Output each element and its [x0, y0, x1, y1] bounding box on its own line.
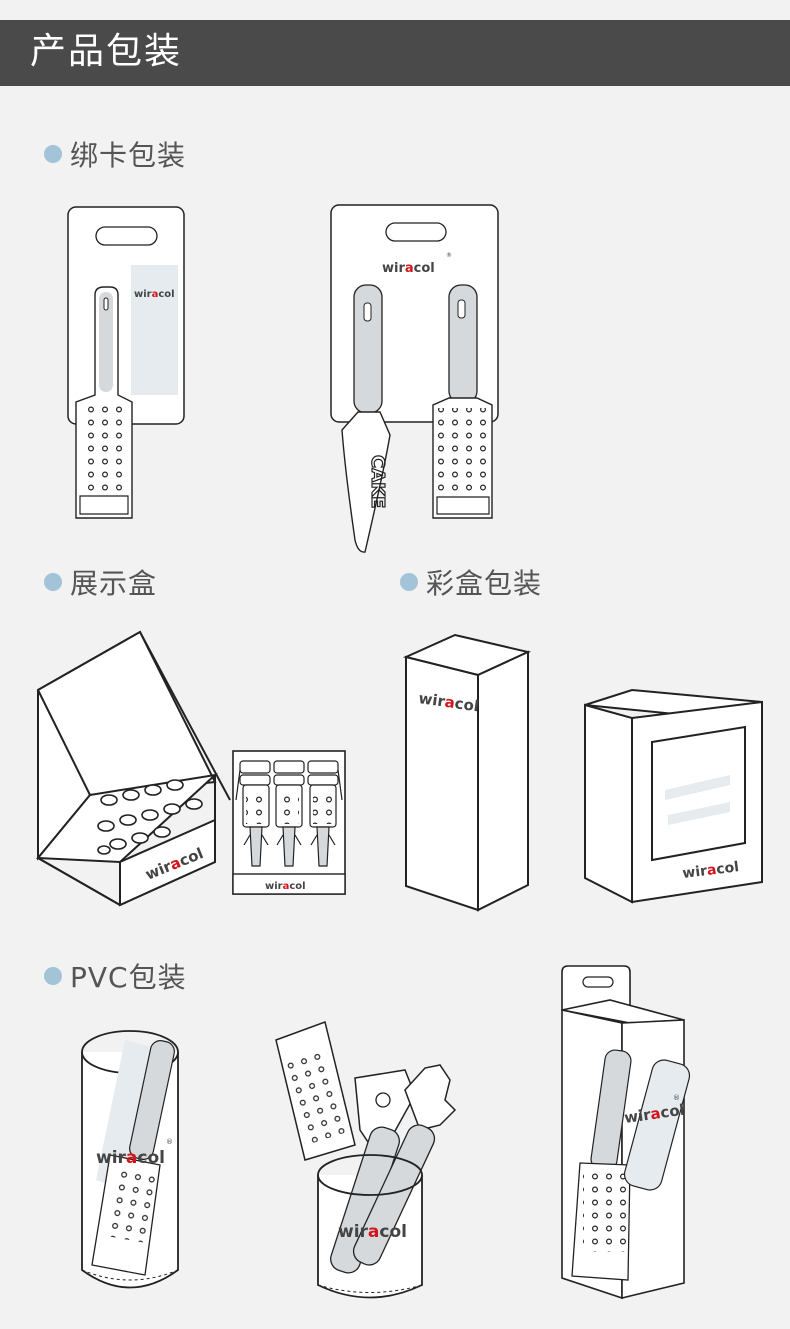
color-box-tall: wiracol — [402, 633, 532, 912]
section-pvc-label: PVC包装 — [70, 961, 187, 994]
section-colorbox: 彩盒包装 — [400, 562, 542, 602]
section-display-label: 展示盒 — [70, 567, 158, 600]
page-title: 产品包装 — [30, 31, 183, 72]
pvc-cylinder-grater: wiracol ® — [81, 1030, 179, 1289]
top-margin — [0, 0, 790, 20]
brand-logo: wiracol — [338, 1222, 407, 1242]
svg-text:®: ® — [673, 1094, 680, 1102]
brand-logo: wiracol — [382, 261, 435, 276]
brand-logo: wiracol — [134, 289, 175, 300]
blister-card-single: wiracol — [67, 206, 185, 519]
bullet-dot — [44, 573, 62, 591]
pvc-cylinder-tools: wiracol — [275, 1021, 457, 1299]
section-display: 展示盒 — [44, 562, 157, 602]
bullet-dot — [44, 967, 62, 985]
blister-card-double: wiracol ® CAKE — [330, 204, 499, 553]
brand-logo: wiracol — [96, 1148, 165, 1168]
svg-text:®: ® — [166, 1138, 173, 1146]
svg-text:CAKE: CAKE — [367, 455, 388, 508]
bullet-dot — [44, 145, 62, 163]
section-card-label: 绑卡包装 — [70, 139, 187, 172]
color-box-window: wiracol — [584, 688, 763, 904]
section-pvc: PVC包装 — [44, 956, 187, 996]
section-colorbox-label: 彩盒包装 — [426, 567, 543, 600]
brand-logo: wiracol — [417, 689, 480, 715]
brand-logo: wiracol — [682, 859, 740, 882]
svg-text:®: ® — [446, 252, 452, 259]
header-bar: 产品包装 — [0, 20, 790, 86]
display-box: wiracol — [35, 630, 231, 907]
brand-logo: wiracol — [623, 1101, 686, 1127]
section-card: 绑卡包装 — [44, 134, 186, 174]
bullet-dot — [400, 573, 418, 591]
pvc-box-hanger: wiracol ® — [561, 965, 691, 1300]
brand-logo: wiracol — [265, 881, 306, 892]
display-box-front: wiracol — [232, 750, 346, 895]
